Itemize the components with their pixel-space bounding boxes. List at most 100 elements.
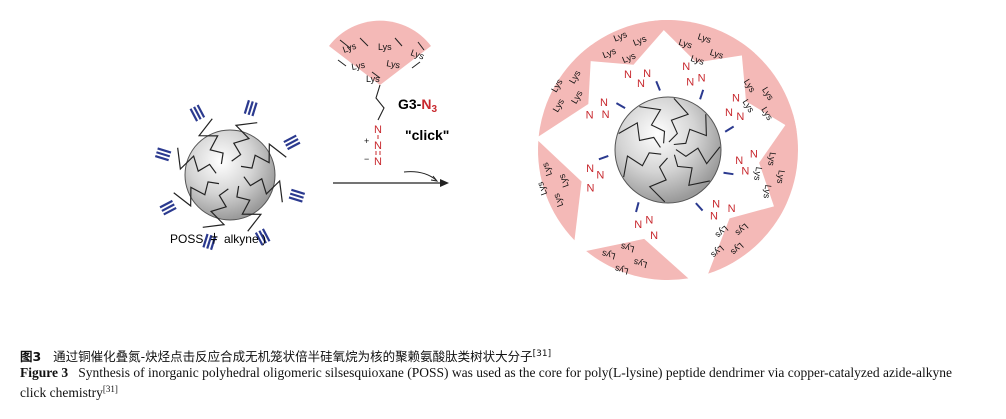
- poss-arm: [231, 122, 258, 162]
- core-arm: [623, 152, 662, 178]
- dendron-sector: [740, 42, 797, 132]
- triazole-n-label: N: [736, 111, 744, 123]
- poss-label: POSS ⫩ alkyne ): [170, 232, 266, 246]
- lys-label: Lys: [775, 169, 787, 184]
- poss-dendrimer-product: LysLysLysLysLysLysLysLysLysLysLysLysLysL…: [535, 19, 799, 280]
- alkyne-bond: [243, 99, 250, 114]
- alkyne-bond: [287, 141, 301, 151]
- alkyne-bond: [163, 206, 177, 216]
- poss-alkyne-molecule: [154, 99, 306, 251]
- poss-arm: [173, 181, 220, 208]
- triazole-n-label: N: [725, 107, 733, 119]
- alkyne-bond: [615, 102, 626, 109]
- alkyne-bond: [283, 134, 297, 144]
- alkyne-bond: [289, 192, 304, 199]
- lys-label: Lys: [761, 184, 773, 199]
- lys-label: Lys: [752, 166, 764, 181]
- lys-label: Lys: [535, 180, 549, 197]
- caption-chinese: 图3 通过铜催化叠氮-炔烃点击反应合成无机笼状倍半硅氧烷为核的聚赖氨酸肽类树状大…: [20, 346, 980, 365]
- poss-arm: [236, 185, 263, 232]
- svg-text:N: N: [374, 124, 382, 136]
- triazole-n-label: N: [686, 77, 694, 89]
- triazole-n-label: N: [645, 215, 653, 227]
- core-arm: [673, 114, 707, 146]
- triazole-n-label: N: [750, 148, 758, 160]
- lys-label: Lys: [540, 161, 554, 178]
- triazole-n-label: N: [602, 109, 610, 121]
- triazole-n-label: N: [586, 110, 594, 122]
- poss-core-sphere-product: [614, 96, 722, 204]
- lys-label: Lys: [366, 74, 380, 84]
- alkyne-bond: [723, 171, 734, 176]
- alkyne-bond: [154, 155, 169, 162]
- poss-arm: [243, 176, 283, 203]
- lys-label: Lys: [621, 50, 638, 65]
- alkyne-bond: [202, 233, 209, 248]
- lys-label: Lys: [409, 47, 426, 61]
- core-arm: [618, 121, 661, 148]
- lys-label: Lys: [601, 46, 618, 61]
- lys-label: Lys: [386, 58, 402, 70]
- lys-label: Lys: [696, 31, 713, 45]
- svg-text:N: N: [374, 140, 382, 152]
- alkyne-bond: [206, 234, 213, 249]
- triazole-n-label: N: [650, 230, 658, 242]
- core-arm: [668, 97, 690, 143]
- triazole-n-label: N: [637, 78, 645, 90]
- lys-label: Lys: [619, 241, 635, 254]
- reagent-label: G3-N3: [398, 96, 437, 115]
- caption-english: Figure 3 Synthesis of inorganic polyhedr…: [20, 364, 980, 401]
- alkyne-bond: [156, 151, 171, 158]
- caption-en-label: Figure 3: [20, 365, 69, 380]
- alkyne-bond: [254, 232, 264, 246]
- svg-text:+: +: [364, 136, 369, 146]
- alkyne-bond: [261, 228, 271, 242]
- lys-label: Lys: [709, 47, 726, 61]
- dendron-sector: [537, 140, 582, 241]
- lys-label: Lys: [632, 257, 648, 270]
- core-arm: [675, 146, 721, 165]
- bond: [359, 37, 369, 47]
- triazole-n-label: N: [624, 69, 632, 81]
- triazole-n-label: N: [698, 72, 706, 84]
- bond: [394, 37, 403, 47]
- caption-en-ref: [31]: [102, 384, 118, 394]
- azide-group: N N N + −: [364, 124, 382, 168]
- dendron-sector: [759, 114, 799, 219]
- alkyne-bond: [655, 80, 661, 91]
- alkyne-bond: [251, 102, 258, 117]
- triazole-n-label: N: [682, 61, 690, 73]
- dendron-sector: [586, 238, 689, 280]
- alkyne-bond: [159, 199, 173, 209]
- poss-arm: [197, 118, 224, 165]
- alkyne-bond: [157, 147, 172, 154]
- alkyne-bond: [288, 196, 303, 203]
- core-arm: [639, 106, 666, 144]
- lys-label: Lys: [677, 37, 694, 51]
- lys-label: Lys: [613, 263, 629, 276]
- caption-cn-label: 图3: [20, 349, 42, 364]
- poss-core-sphere: [184, 129, 276, 221]
- bond: [371, 71, 381, 79]
- alkyne-bond: [196, 104, 206, 118]
- alkyne-bond: [285, 138, 299, 147]
- triazole-n-label: N: [732, 92, 740, 104]
- triazole-n-label: N: [596, 170, 604, 182]
- dendron-sector: [708, 202, 787, 274]
- lys-label: Lys: [612, 29, 629, 44]
- triazole-n-label: N: [587, 182, 595, 194]
- core-arm: [648, 157, 668, 203]
- lys-label: Lys: [632, 33, 649, 48]
- caption-en-text: Synthesis of inorganic polyhedral oligom…: [20, 365, 952, 400]
- lys-label: Lys: [556, 172, 570, 189]
- lys-label: Lys: [600, 248, 616, 261]
- lys-label: Lys: [551, 192, 565, 209]
- triazole-n-label: N: [741, 166, 749, 178]
- alkyne-bond: [598, 154, 609, 161]
- alkyne-bond: [258, 230, 267, 244]
- dendron-sector: [654, 19, 755, 63]
- alkyne-bond: [635, 202, 640, 213]
- lys-label: Lys: [766, 152, 778, 167]
